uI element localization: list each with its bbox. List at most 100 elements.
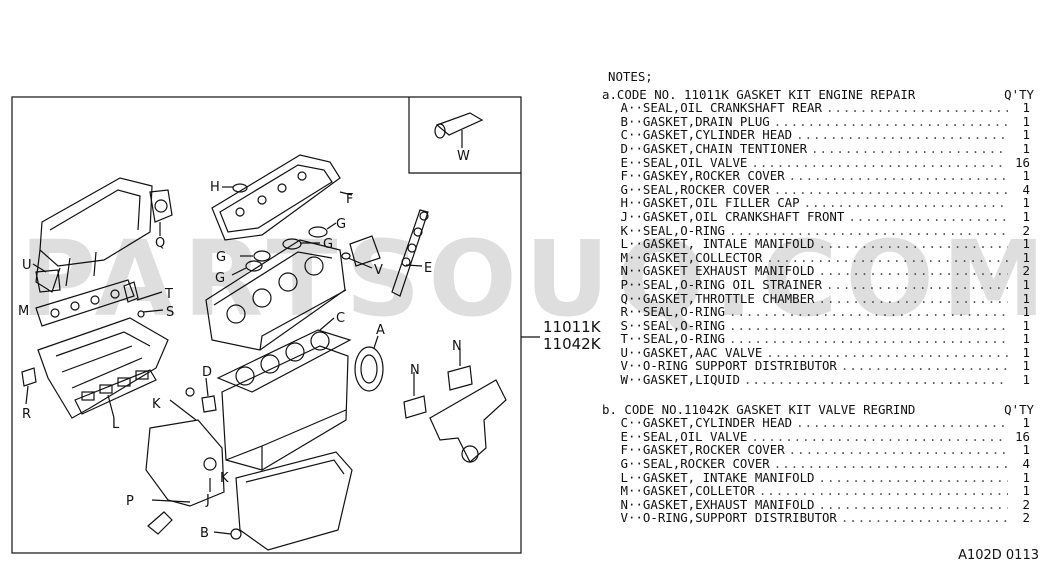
callout-c: C: [336, 311, 345, 326]
item-leader-dots: [826, 101, 1008, 115]
item-description: SEAL,O-RING: [642, 222, 725, 238]
item-leader-dots: [774, 457, 1008, 471]
item-description: SEAL,OIL VALVE: [642, 154, 748, 170]
callout-u: U: [22, 258, 32, 273]
item-letter: H: [620, 195, 628, 211]
section-b-title-row: b. CODE NO.11042K GASKET KIT VALVE REGRI…: [602, 403, 1042, 417]
item-letter: D: [620, 140, 628, 156]
item-leader-dots: [789, 443, 1008, 457]
callout-g: G: [323, 237, 333, 252]
reference-code: A102D 0113: [958, 548, 1039, 563]
item-leader-dots: [819, 292, 1009, 306]
item-letter: J: [620, 208, 628, 224]
item-separator: ··: [628, 222, 643, 238]
item-quantity: 4: [1022, 181, 1030, 197]
parts-list-item: F··GASKET,ROCKER COVER1: [602, 443, 1042, 457]
item-leader-dots: [729, 332, 1008, 346]
item-leader-dots: [841, 511, 1008, 525]
item-letter: E: [620, 154, 628, 170]
parts-list-item: J··GASKET,OIL CRANKSHAFT FRONT1: [602, 210, 1042, 224]
item-separator: ··: [628, 236, 643, 252]
notes-panel: NOTES; a.CODE NO. 11011K GASKET KIT ENGI…: [602, 70, 1042, 525]
callout-a: A: [376, 323, 385, 338]
item-letter: W: [620, 372, 628, 388]
item-letter: C: [620, 415, 628, 431]
item-separator: ··: [628, 181, 643, 197]
parts-list-item: F··GASKEY,ROCKER COVER1: [602, 169, 1042, 183]
item-separator: ··: [628, 469, 643, 485]
callout-l: L: [112, 417, 120, 432]
callout-q: Q: [155, 236, 165, 251]
rocker-cover-part: [211, 154, 353, 241]
section-a-title: a.CODE NO. 11011K GASKET KIT ENGINE REPA…: [602, 86, 916, 102]
item-leader-dots: [766, 346, 1008, 360]
item-description: SEAL,OIL VALVE: [642, 428, 748, 444]
item-quantity: 1: [1022, 195, 1030, 211]
valve-seal-part: [391, 209, 429, 297]
callout-h: H: [210, 180, 220, 195]
item-leader-dots: [729, 319, 1008, 333]
item-leader-dots: [751, 156, 1008, 170]
item-letter: S: [620, 317, 628, 333]
item-description: GASKEY,ROCKER COVER: [642, 168, 785, 184]
parts-list-item: C··GASKET,CYLINDER HEAD1: [602, 128, 1042, 142]
item-description: GASKET,CHAIN TENTIONER: [642, 140, 808, 156]
item-letter: Q: [620, 290, 628, 306]
item-leader-dots: [819, 498, 1009, 512]
item-quantity: 1: [1022, 415, 1030, 431]
item-letter: M: [620, 483, 628, 499]
engine-block-part: [221, 345, 349, 471]
item-letter: N: [620, 496, 628, 512]
item-separator: ··: [628, 113, 643, 129]
parts-list-item: L··GASKET, INTALE MANIFOLD1: [602, 237, 1042, 251]
item-letter: N: [620, 263, 628, 279]
item-description: GASKET,DRAIN PLUG: [642, 113, 770, 129]
item-quantity: 1: [1022, 236, 1030, 252]
item-description: GASKET,CYLINDER HEAD: [642, 415, 793, 431]
parts-list-item: G··SEAL,ROCKER COVER4: [602, 457, 1042, 471]
kit-number-valve-regrind: 11042K: [543, 335, 602, 353]
item-separator: ··: [628, 483, 643, 499]
item-separator: ··: [628, 456, 643, 472]
item-separator: ··: [628, 496, 643, 512]
item-description: GASKET, INTAKE MANIFOLD: [642, 469, 815, 485]
item-separator: ··: [628, 510, 643, 526]
item-quantity: 1: [1022, 208, 1030, 224]
collector-gasket-part: [35, 279, 135, 327]
rocker-seal-part: [253, 250, 271, 262]
item-separator: ··: [628, 331, 643, 347]
chain-tensioner-gasket-part: [201, 395, 217, 413]
item-letter: K: [620, 222, 628, 238]
parts-list-item: P··SEAL,O-RING OIL STRAINER1: [602, 278, 1042, 292]
item-quantity: 1: [1022, 249, 1030, 265]
item-separator: ··: [628, 208, 643, 224]
item-leader-dots: [744, 373, 1008, 387]
item-separator: ··: [628, 317, 643, 333]
item-leader-dots: [819, 237, 1009, 251]
parts-list-item: H··GASKET,OIL FILLER CAP1: [602, 196, 1042, 210]
item-quantity: 1: [1022, 483, 1030, 499]
item-letter: R: [620, 304, 628, 320]
item-quantity: 1: [1022, 304, 1030, 320]
parts-list-item: W··GASKET,LIQUID1: [602, 373, 1042, 387]
item-quantity: 1: [1022, 358, 1030, 374]
parts-list-item: A··SEAL,OIL CRANKSHAFT REAR1: [602, 101, 1042, 115]
item-leader-dots: [811, 142, 1008, 156]
item-leader-dots: [774, 115, 1008, 129]
item-quantity: 1: [1022, 442, 1030, 458]
item-letter: F: [620, 168, 628, 184]
item-description: SEAL,O-RING: [642, 317, 725, 333]
front-cover-part: [145, 399, 225, 507]
item-leader-dots: [841, 359, 1008, 373]
parts-list-item: D··GASKET,CHAIN TENTIONER1: [602, 142, 1042, 156]
parts-list-item: Q··GASKET,THROTTLE CHAMBER1: [602, 290, 1042, 306]
item-leader-dots: [804, 196, 1008, 210]
item-description: SEAL,OIL CRANKSHAFT REAR: [642, 100, 822, 116]
item-letter: P: [620, 276, 628, 292]
callout-v: V: [374, 263, 383, 278]
item-separator: ··: [628, 358, 643, 374]
parts-list-item: U··GASKET,AAC VALVE1: [602, 346, 1042, 360]
item-description: GASKET, INTALE MANIFOLD: [642, 236, 815, 252]
callout-f: F: [346, 192, 353, 207]
callout-d: D: [202, 365, 212, 380]
